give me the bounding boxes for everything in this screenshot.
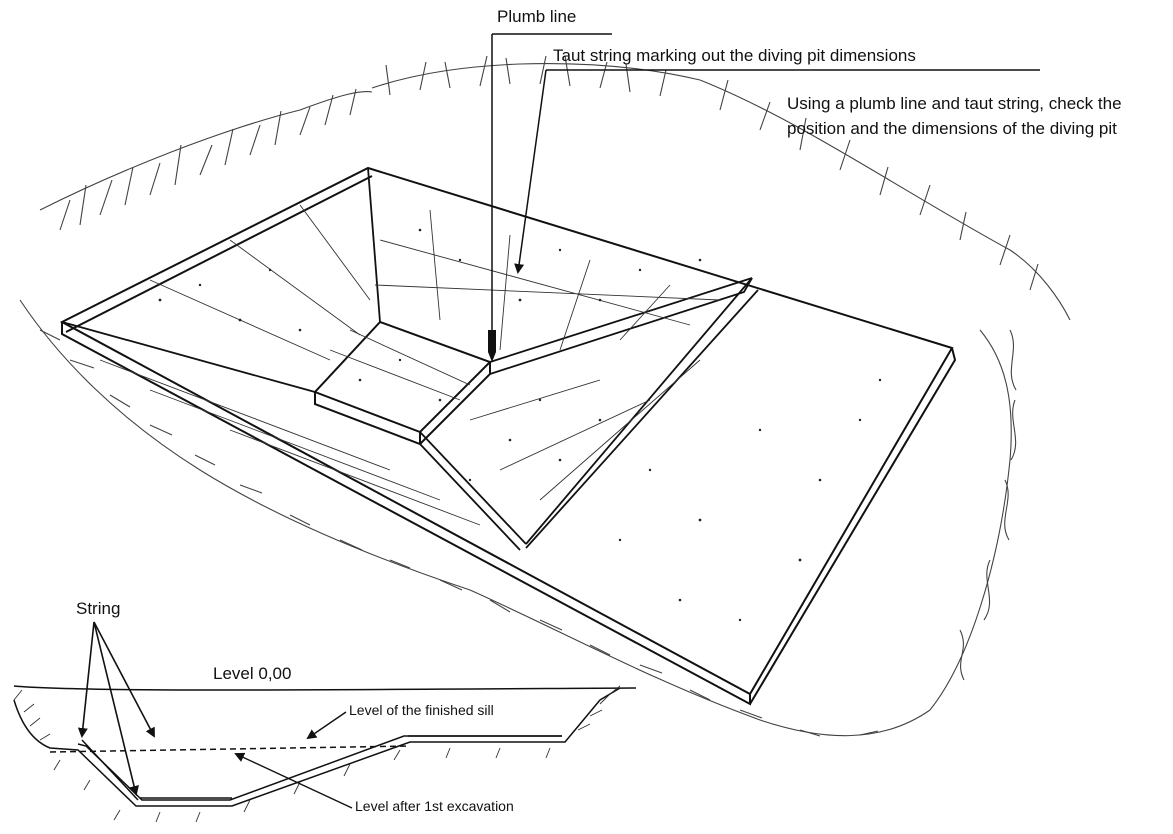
speckle-texture (158, 228, 882, 622)
instruction-note: Using a plumb line and taut string, chec… (787, 94, 1122, 138)
pit-outline (59, 166, 957, 706)
string-arrows (77, 621, 155, 796)
plumb-line-label: Plumb line (497, 7, 577, 26)
sill-leader (306, 711, 347, 740)
excavation-leader (234, 752, 353, 809)
level-zero-label: Level 0,00 (213, 664, 292, 683)
pit-slopes (61, 167, 759, 551)
slope-grid (99, 204, 721, 526)
first-excavation-label: Level after 1st excavation (355, 798, 514, 814)
pit-floor (313, 320, 492, 446)
ground-hatching (19, 55, 1071, 737)
cross-section (13, 685, 637, 807)
finished-sill-label: Level of the finished sill (349, 702, 494, 718)
taut-string-label: Taut string marking out the diving pit d… (553, 46, 916, 65)
plumb-line (488, 34, 496, 362)
top-leaders (492, 33, 1040, 274)
cross-section-hatching (13, 685, 621, 823)
string-label: String (76, 599, 121, 618)
